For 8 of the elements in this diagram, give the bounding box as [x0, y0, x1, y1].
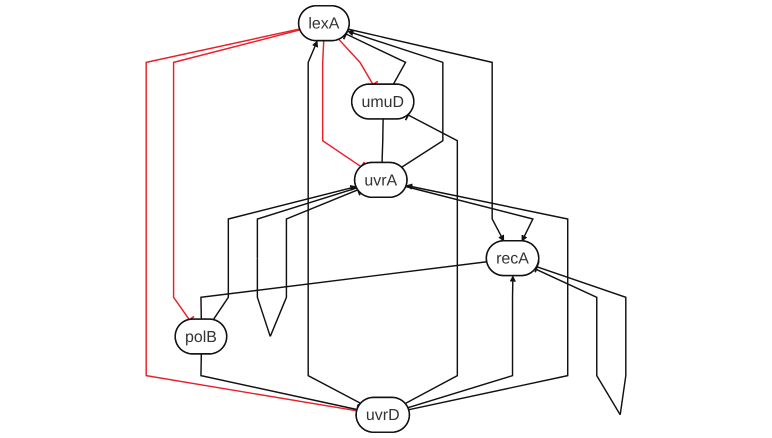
arrow [406, 186, 534, 242]
connector [534, 260, 627, 416]
arrow [347, 30, 444, 168]
arrow [348, 28, 504, 242]
arrow [406, 184, 568, 410]
arrow [408, 276, 516, 408]
arrow [212, 184, 356, 320]
arrow [307, 40, 362, 404]
